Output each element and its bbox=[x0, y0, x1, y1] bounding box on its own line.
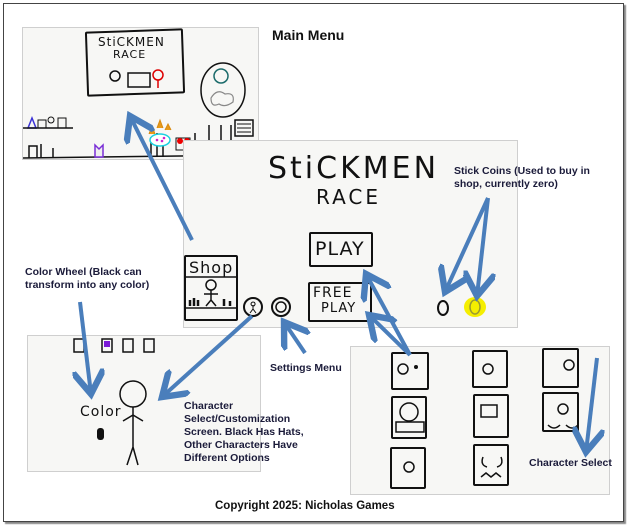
character-tile[interactable] bbox=[472, 350, 508, 388]
play-button[interactable]: PLAY bbox=[309, 232, 373, 267]
coin-highlight bbox=[464, 297, 486, 317]
main-logo-line1: StiCKMEN bbox=[268, 151, 440, 186]
settings-button[interactable] bbox=[271, 297, 291, 317]
free-play-line1: FREE bbox=[313, 285, 353, 301]
hat-option-2 bbox=[101, 338, 113, 353]
globe-bubble bbox=[200, 62, 246, 118]
coin-empty bbox=[437, 300, 449, 316]
customization-annotation: Character Select/Customization Screen. B… bbox=[184, 400, 304, 464]
character-select-drawing bbox=[395, 359, 579, 478]
character-tile[interactable] bbox=[473, 394, 509, 438]
stickman-head bbox=[119, 380, 147, 408]
character-tile[interactable] bbox=[542, 348, 579, 388]
globe-icon bbox=[213, 68, 229, 84]
stick-head-left bbox=[109, 70, 121, 82]
shop-label: Shop bbox=[189, 258, 234, 277]
shopkeeper-head bbox=[205, 279, 217, 291]
character-tile[interactable] bbox=[390, 447, 426, 489]
character-select-panel bbox=[350, 346, 610, 495]
logo-line2: RACE bbox=[113, 48, 147, 61]
free-play-line2: PLAY bbox=[321, 301, 357, 316]
diagram-title: Main Menu bbox=[272, 27, 345, 43]
character-select-annotation: Character Select bbox=[529, 457, 612, 469]
character-tile[interactable] bbox=[391, 396, 427, 439]
settings-menu-annotation: Settings Menu bbox=[270, 362, 342, 374]
main-logo-line2: RACE bbox=[316, 185, 382, 209]
stick-head-red bbox=[152, 69, 164, 81]
color-wheel-swatch[interactable] bbox=[97, 428, 104, 440]
hat-option-3 bbox=[122, 338, 134, 353]
play-label: PLAY bbox=[315, 238, 365, 260]
stick-coins-annotation: Stick Coins (Used to buy in shop, curren… bbox=[454, 165, 590, 190]
hat-option-1 bbox=[73, 338, 85, 353]
character-tile[interactable] bbox=[542, 392, 579, 432]
sign-box bbox=[127, 72, 151, 88]
logo-line1: StiCKMEN bbox=[98, 35, 165, 49]
color-wheel-annotation: Color Wheel (Black can transform into an… bbox=[25, 266, 150, 291]
main-menu-drawing bbox=[184, 276, 486, 317]
copyright-footer: Copyright 2025: Nicholas Games bbox=[215, 500, 395, 512]
color-label: Color bbox=[80, 404, 122, 420]
character-tile[interactable] bbox=[473, 444, 509, 486]
hat-option-4 bbox=[143, 338, 155, 353]
